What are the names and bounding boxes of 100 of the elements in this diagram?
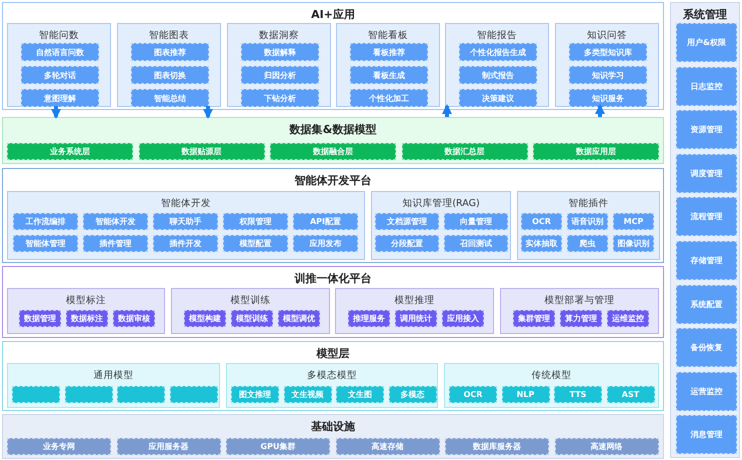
module-box: 自然语言问数 bbox=[21, 43, 99, 61]
module-box: 知识服务 bbox=[569, 89, 647, 107]
layer-title: 训推一体化平台 bbox=[293, 271, 372, 286]
module-box: 向量管理 bbox=[444, 213, 508, 230]
group-panel bbox=[445, 23, 549, 107]
layer-title: 模型层 bbox=[315, 346, 350, 361]
arrow bbox=[595, 104, 605, 117]
module-box: 文生图 bbox=[336, 386, 384, 403]
module-box: 聊天助手 bbox=[153, 213, 218, 230]
layer-panel bbox=[2, 117, 664, 164]
module-box: 图表切换 bbox=[131, 66, 209, 84]
module-box: 智能体开发 bbox=[83, 213, 148, 230]
group-title: 智能问数 bbox=[38, 29, 80, 42]
module-box: 多模态 bbox=[388, 386, 436, 403]
module-box: 集群管理 bbox=[513, 310, 555, 327]
module-box: 归因分析 bbox=[241, 66, 319, 84]
module-box: 系统配置 bbox=[676, 284, 737, 324]
module-box: AST bbox=[606, 386, 654, 403]
group-title: 智能体开发 bbox=[160, 197, 212, 210]
module-box: 流程管理 bbox=[676, 197, 737, 236]
module-box: 多类型知识库 bbox=[569, 43, 647, 61]
group-panel bbox=[227, 23, 331, 107]
layer-panel bbox=[2, 2, 664, 110]
module-box: 消息管理 bbox=[676, 415, 737, 454]
layer-title: 基础设施 bbox=[310, 419, 356, 434]
module-box: 数据贴源层 bbox=[138, 143, 264, 160]
module-box: 智能体管理 bbox=[13, 235, 78, 252]
layer-panel bbox=[2, 266, 664, 338]
module-box: 调度管理 bbox=[676, 154, 737, 193]
module-box: 算力管理 bbox=[560, 310, 602, 327]
module-box: 图表推荐 bbox=[131, 43, 209, 61]
group-title: 传统模型 bbox=[530, 369, 572, 382]
module-box: 文生视频 bbox=[284, 386, 332, 403]
group-title: 智能报告 bbox=[476, 29, 518, 42]
module-box: 知识学习 bbox=[569, 66, 647, 84]
blank-box bbox=[64, 386, 112, 403]
module-box: 智能总结 bbox=[131, 89, 209, 107]
module-box: 意图理解 bbox=[21, 89, 99, 107]
module-box: TTS bbox=[554, 386, 602, 403]
module-box: 模型调优 bbox=[278, 310, 320, 327]
group-panel bbox=[7, 288, 165, 334]
module-box: 下钻分析 bbox=[241, 89, 319, 107]
module-box: 文档源管理 bbox=[375, 213, 439, 230]
module-box: 爬虫 bbox=[567, 235, 608, 252]
group-panel bbox=[226, 363, 438, 408]
arrow bbox=[51, 106, 61, 119]
module-box: 模型构建 bbox=[184, 310, 226, 327]
group-panel bbox=[335, 288, 494, 334]
module-box: 数据库服务器 bbox=[445, 438, 549, 455]
layer-panel bbox=[2, 414, 664, 459]
module-box: 高速存储 bbox=[336, 438, 440, 455]
layer-panel bbox=[670, 2, 740, 458]
module-box: 运维监控 bbox=[607, 310, 649, 327]
group-title: 模型训练 bbox=[230, 294, 272, 307]
module-box: 个性化加工 bbox=[350, 89, 428, 107]
module-box: 应用接入 bbox=[442, 310, 484, 327]
layer-title: 数据集&数据模型 bbox=[288, 122, 378, 137]
module-box: 权限管理 bbox=[223, 213, 288, 230]
module-box: 存储管理 bbox=[676, 241, 737, 280]
group-title: 通用模型 bbox=[92, 369, 134, 382]
group-title: 数据洞察 bbox=[258, 29, 300, 42]
group-title: 多模态模型 bbox=[306, 369, 358, 382]
module-box: 分段配置 bbox=[375, 235, 439, 252]
module-box: MCP bbox=[613, 213, 654, 230]
group-title: 知识问答 bbox=[586, 29, 628, 42]
module-box: NLP bbox=[502, 386, 550, 403]
group-panel bbox=[444, 363, 659, 408]
module-box: 召回测试 bbox=[444, 235, 508, 252]
module-box: GPU集群 bbox=[226, 438, 330, 455]
group-panel bbox=[7, 363, 220, 408]
group-panel bbox=[555, 23, 659, 107]
blank-box bbox=[12, 386, 60, 403]
module-box: 数据汇总层 bbox=[402, 143, 528, 160]
module-box: 插件管理 bbox=[83, 235, 148, 252]
module-box: API配置 bbox=[293, 213, 358, 230]
module-box: 调用统计 bbox=[395, 310, 437, 327]
module-box: 模型配置 bbox=[223, 235, 288, 252]
module-box: 数据管理 bbox=[19, 310, 61, 327]
module-box: 日志监控 bbox=[676, 66, 737, 106]
module-box: 数据融合层 bbox=[270, 143, 396, 160]
module-box: 数据审核 bbox=[113, 310, 155, 327]
module-box: 数据应用层 bbox=[533, 143, 659, 160]
module-box: 插件开发 bbox=[153, 235, 218, 252]
group-title: 模型部署与管理 bbox=[544, 294, 616, 307]
module-box: 语音识别 bbox=[567, 213, 608, 230]
module-box: 应用服务器 bbox=[116, 438, 220, 455]
group-title: 模型推理 bbox=[394, 294, 436, 307]
module-box: 应用发布 bbox=[293, 235, 358, 252]
module-box: 看板生成 bbox=[350, 66, 428, 84]
arrow bbox=[203, 106, 213, 119]
group-panel bbox=[517, 191, 660, 260]
group-panel bbox=[500, 288, 659, 334]
module-box: 看板推荐 bbox=[350, 43, 428, 61]
group-title: 智能插件 bbox=[568, 197, 610, 210]
group-panel bbox=[117, 23, 221, 107]
module-box: 业务系统层 bbox=[7, 143, 133, 160]
layer-panel bbox=[2, 168, 664, 263]
arrow bbox=[442, 104, 452, 117]
group-title: 智能看板 bbox=[367, 29, 409, 42]
group-title: 知识库管理(RAG) bbox=[401, 197, 481, 210]
